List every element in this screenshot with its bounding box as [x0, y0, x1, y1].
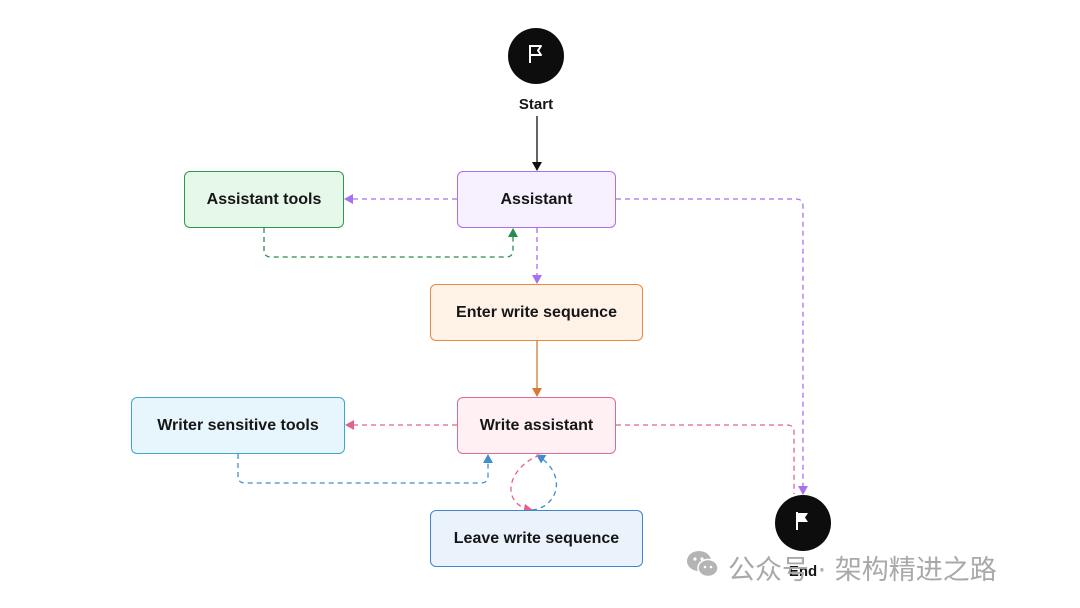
node-leave-write-sequence[interactable]: Leave write sequence: [430, 510, 643, 567]
node-assistant-tools[interactable]: Assistant tools: [184, 171, 344, 228]
edge-assistant-to-end: [616, 198, 808, 495]
start-label: Start: [518, 96, 554, 113]
watermark: 公众号 · 架构精进之路: [686, 548, 997, 587]
wechat-icon: [686, 549, 720, 586]
node-writer-sensitive-tools[interactable]: Writer sensitive tools: [131, 397, 345, 454]
edge-writer-tools-to-write-assistant: [237, 454, 493, 484]
edge-assistant-tools-to-assistant: [263, 228, 518, 258]
edge-write-assistant-to-leave: [510, 454, 541, 514]
node-enter-write-sequence[interactable]: Enter write sequence: [430, 284, 643, 341]
start-terminal: [508, 28, 564, 84]
node-write-assistant[interactable]: Write assistant: [457, 397, 616, 454]
flag-outline-icon: [524, 42, 548, 71]
watermark-text: 公众号 · 架构精进之路: [728, 555, 997, 586]
end-label: End: [788, 563, 818, 580]
edge-write-assistant-to-end: [616, 424, 795, 494]
edge-leave-to-write-assistant: [531, 454, 558, 511]
flag-filled-icon: [791, 509, 815, 538]
node-assistant[interactable]: Assistant: [457, 171, 616, 228]
end-terminal: [775, 495, 831, 551]
